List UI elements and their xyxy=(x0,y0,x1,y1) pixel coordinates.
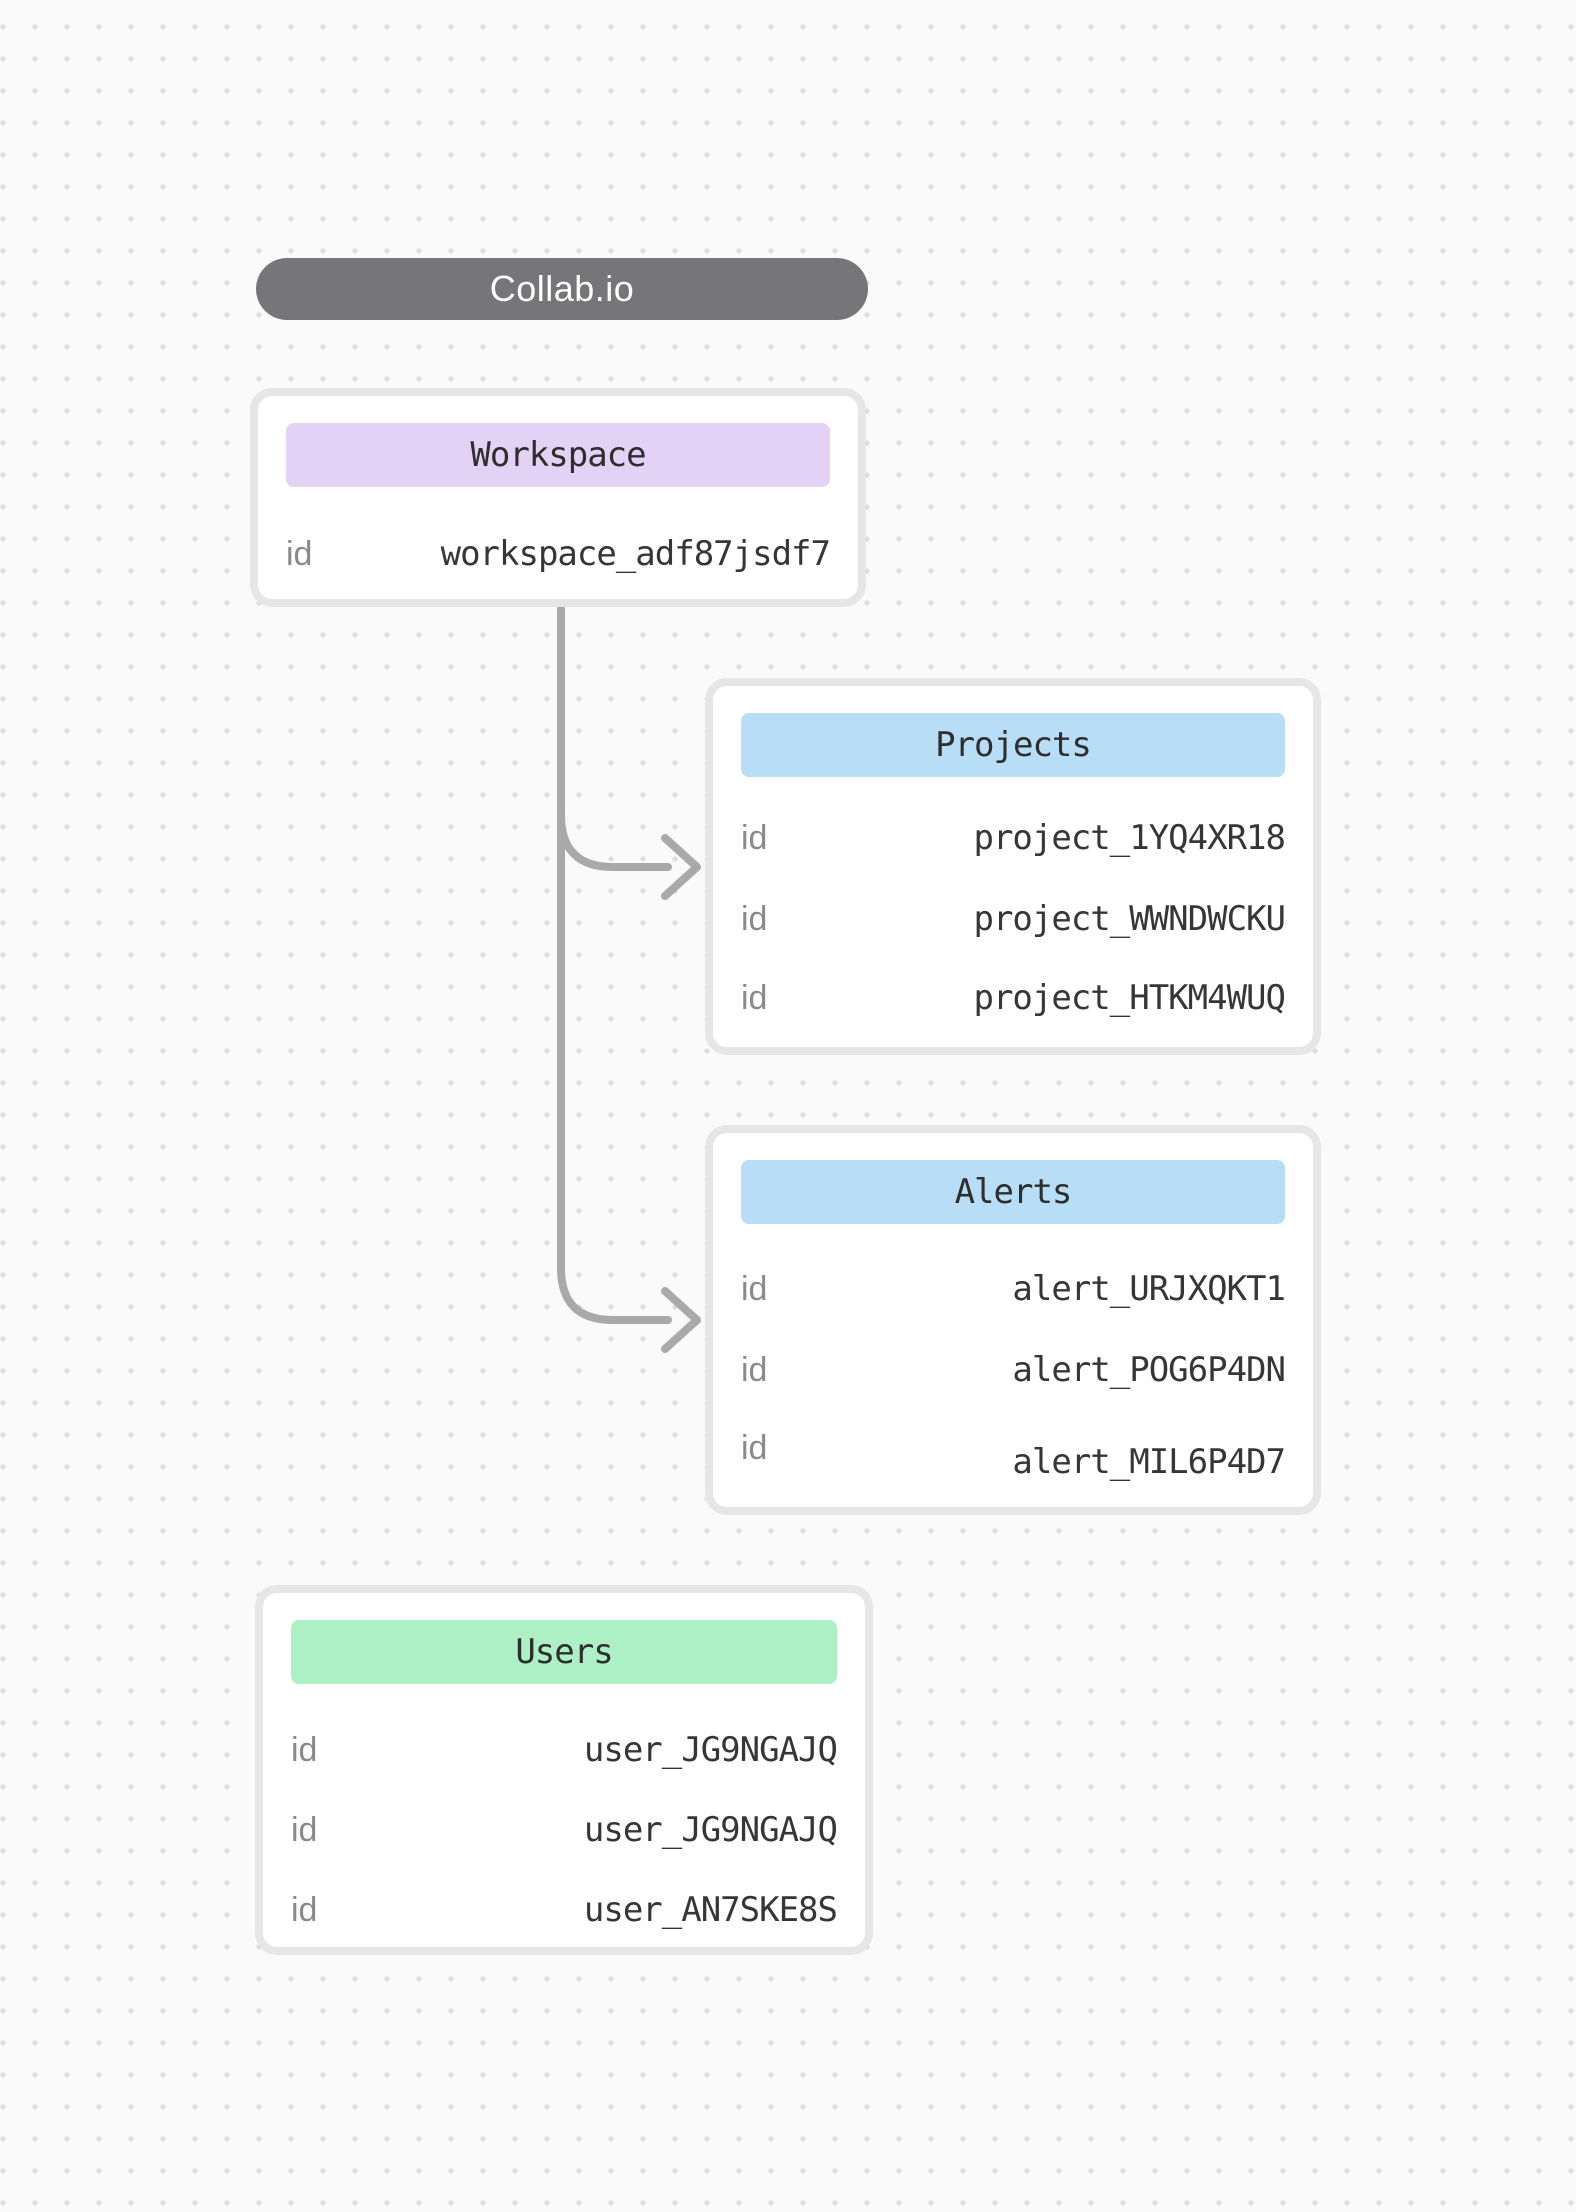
users-card[interactable]: Users id user_JG9NGAJQ id user_JG9NGAJQ … xyxy=(255,1585,873,1955)
field-key: id xyxy=(291,1890,318,1929)
field-value: workspace_adf87jsdf7 xyxy=(440,534,831,574)
field-value: user_JG9NGAJQ xyxy=(583,1810,838,1850)
field-row: id project_HTKM4WUQ xyxy=(741,978,1286,1018)
field-row: id alert_POG6P4DN xyxy=(741,1350,1286,1390)
users-card-title: Users xyxy=(515,1632,613,1672)
field-row: id workspace_adf87jsdf7 xyxy=(286,534,831,574)
field-key: id xyxy=(291,1730,318,1769)
field-value: project_1YQ4XR18 xyxy=(973,818,1286,858)
field-row: id user_AN7SKE8S xyxy=(291,1890,838,1930)
projects-card-title: Projects xyxy=(935,725,1092,765)
workspace-card-title: Workspace xyxy=(470,435,646,475)
alerts-card-title: Alerts xyxy=(954,1172,1073,1212)
field-key: id xyxy=(286,534,313,573)
projects-card-header: Projects xyxy=(741,713,1285,777)
field-key: id xyxy=(291,1810,318,1849)
field-key: id xyxy=(741,1269,768,1308)
arrow-workspace-to-projects xyxy=(557,811,701,900)
app-title-pill[interactable]: Collab.io xyxy=(256,258,868,320)
field-value: project_HTKM4WUQ xyxy=(973,978,1286,1018)
workspace-card[interactable]: Workspace id workspace_adf87jsdf7 xyxy=(250,388,866,607)
field-value: alert_URJXQKT1 xyxy=(1012,1269,1286,1309)
arrow-shaft xyxy=(557,811,672,871)
field-value: user_JG9NGAJQ xyxy=(583,1730,838,1770)
projects-card[interactable]: Projects id project_1YQ4XR18 id project_… xyxy=(705,678,1321,1055)
field-value: alert_POG6P4DN xyxy=(1012,1350,1286,1390)
alerts-card[interactable]: Alerts id alert_URJXQKT1 id alert_POG6P4… xyxy=(705,1125,1321,1515)
field-row: id user_JG9NGAJQ xyxy=(291,1730,838,1770)
field-key: id xyxy=(741,818,768,857)
alerts-card-header: Alerts xyxy=(741,1160,1285,1224)
arrow-shaft xyxy=(557,605,672,1324)
field-row: id project_WWNDWCKU xyxy=(741,899,1286,939)
field-key: id xyxy=(741,1428,768,1467)
users-card-header: Users xyxy=(291,1620,837,1684)
field-key: id xyxy=(741,1350,768,1389)
arrow-workspace-to-alerts xyxy=(557,605,701,1353)
field-row: id alert_URJXQKT1 xyxy=(741,1269,1286,1309)
arrowhead-icon xyxy=(661,1287,701,1353)
field-row: id alert_MIL6P4D7 xyxy=(741,1428,1286,1483)
arrowhead-icon xyxy=(661,834,701,900)
field-key: id xyxy=(741,899,768,938)
app-title: Collab.io xyxy=(489,268,635,309)
workspace-card-header: Workspace xyxy=(286,423,830,487)
field-row: id user_JG9NGAJQ xyxy=(291,1810,838,1850)
field-value: project_WWNDWCKU xyxy=(973,899,1286,939)
field-row: id project_1YQ4XR18 xyxy=(741,818,1286,858)
field-key: id xyxy=(741,978,768,1017)
field-value: user_AN7SKE8S xyxy=(583,1890,838,1930)
field-value: alert_MIL6P4D7 xyxy=(1012,1442,1286,1482)
